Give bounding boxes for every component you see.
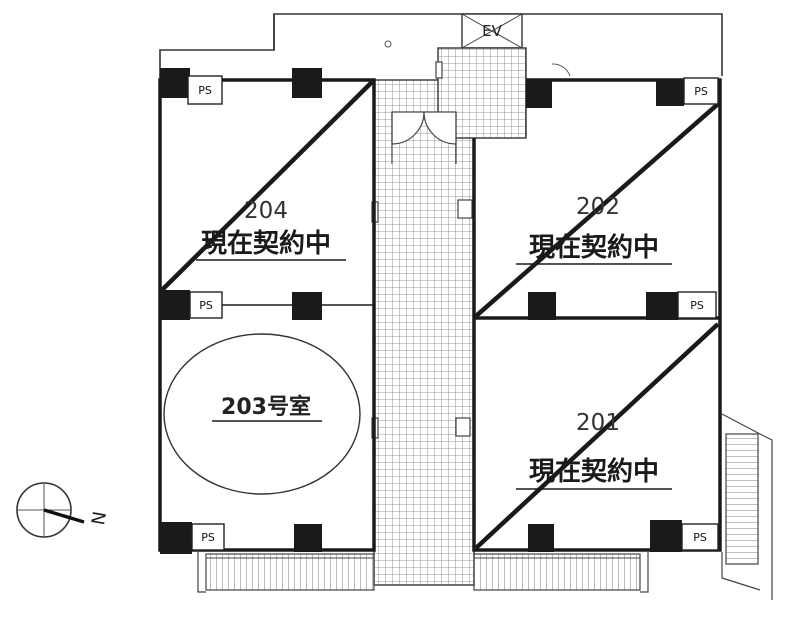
corridor-double-door <box>391 111 457 164</box>
unit-201-number: 201 <box>576 410 620 436</box>
compass-north-label: N <box>86 509 109 526</box>
compass-needle <box>43 508 85 524</box>
svg-text:PS: PS <box>198 84 212 97</box>
unit-202-status: 現在契約中 <box>529 232 659 263</box>
ps-box: PS <box>681 523 719 551</box>
ps-shafts: PS PS PS PS PS PS <box>187 75 719 551</box>
unit-203[interactable]: 203号室 <box>163 333 361 495</box>
ps-box: PS <box>191 523 225 551</box>
ps-box: PS <box>677 291 717 319</box>
elevator-label: EV <box>482 22 502 40</box>
unit-contract-diagonals <box>160 80 720 550</box>
fixture-dot <box>384 40 392 48</box>
unit-204[interactable]: 204 現在契約中 <box>196 198 346 261</box>
svg-text:PS: PS <box>694 85 708 98</box>
svg-text:PS: PS <box>201 531 215 544</box>
svg-text:PS: PS <box>199 299 213 312</box>
ps-box: PS <box>187 75 223 105</box>
ps-box: PS <box>189 291 223 319</box>
ps-box: PS <box>683 77 719 105</box>
svg-text:PS: PS <box>693 531 707 544</box>
unit-201[interactable]: 201 現在契約中 <box>516 410 672 490</box>
building-outline <box>159 13 723 80</box>
bottom-balcony <box>197 550 649 593</box>
unit-203-label: 203号室 <box>221 394 311 420</box>
north-compass: N <box>16 482 109 538</box>
exterior-stairs <box>721 413 773 600</box>
structural-columns <box>160 68 684 554</box>
elevator: EV <box>461 13 523 49</box>
svg-text:PS: PS <box>690 299 704 312</box>
landing-door-swing <box>551 63 571 77</box>
unit-204-status: 現在契約中 <box>201 228 331 259</box>
unit-202[interactable]: 202 現在契約中 <box>516 194 672 265</box>
unit-203-highlight-ellipse <box>163 333 361 495</box>
unit-204-number: 204 <box>244 198 288 224</box>
unit-201-status: 現在契約中 <box>529 456 659 487</box>
unit-202-number: 202 <box>576 194 620 220</box>
